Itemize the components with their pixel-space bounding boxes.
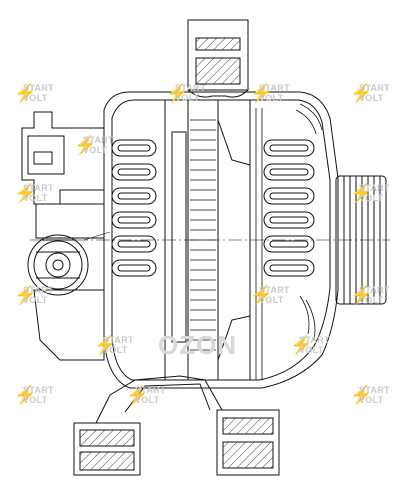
bolt-icon: ⚡ xyxy=(250,285,273,305)
leader-line xyxy=(83,231,111,241)
rear-connector-block xyxy=(21,111,105,361)
front-cooling-slots xyxy=(263,139,315,277)
bolt-icon: ⚡ xyxy=(250,83,273,103)
bolt-icon: ⚡ xyxy=(350,183,373,203)
front-fan-ribs xyxy=(255,103,323,380)
bolt-icon: ⚡ xyxy=(14,83,37,103)
bolt-icon: ⚡ xyxy=(14,183,37,203)
rear-cooling-slots xyxy=(111,139,157,277)
bolt-icon: ⚡ xyxy=(350,385,373,405)
bolt-icon: ⚡ xyxy=(290,335,313,355)
top-mounting-ear xyxy=(187,19,249,98)
bolt-icon: ⚡ xyxy=(126,385,149,405)
bolt-icon: ⚡ xyxy=(350,83,373,103)
bolt-icon: ⚡ xyxy=(14,285,37,305)
stator-laminations xyxy=(190,119,216,351)
ozon-watermark: OZON xyxy=(158,330,238,360)
bolt-icon: ⚡ xyxy=(74,135,97,155)
bolt-icon: ⚡ xyxy=(350,285,373,305)
bottom-mounting-feet xyxy=(73,375,280,476)
bolt-icon: ⚡ xyxy=(166,83,189,103)
bolt-icon: ⚡ xyxy=(14,385,37,405)
bolt-icon: ⚡ xyxy=(94,335,117,355)
